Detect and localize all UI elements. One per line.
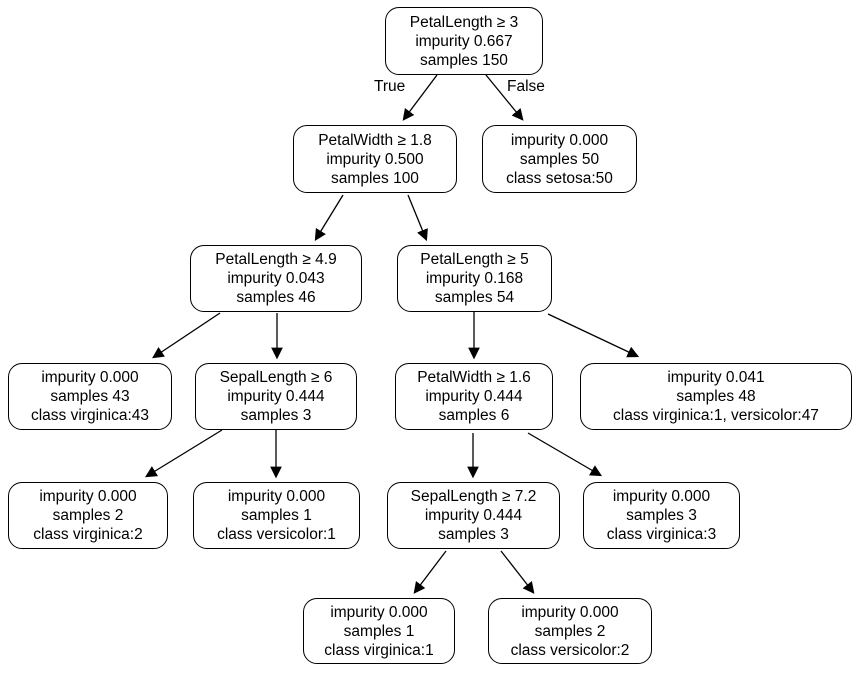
tree-edge-false — [485, 74, 524, 121]
node-samples: samples 54 — [434, 289, 515, 306]
node-condition: PetalLength ≥ 4.9 — [215, 251, 337, 268]
node-samples: samples 2 — [52, 507, 124, 524]
edge-label-true: True — [374, 78, 406, 95]
node-petalwidth-ge-1-6: PetalWidth ≥ 1.6 impurity 0.444 samples … — [395, 363, 553, 430]
edge-label-false: False — [507, 78, 545, 95]
node-class: class versicolor:1 — [217, 526, 336, 543]
node-samples: samples 150 — [420, 51, 508, 69]
node-class: class virginica:2 — [33, 526, 143, 543]
node-impurity: impurity 0.043 — [227, 270, 325, 287]
node-class: class virginica:3 — [606, 526, 717, 543]
node-leaf-virginica-2: impurity 0.000 samples 2 class virginica… — [8, 482, 168, 549]
node-condition: SepalLength ≥ 7.2 — [410, 488, 537, 505]
tree-edge — [547, 313, 640, 358]
node-impurity: impurity 0.444 — [227, 388, 325, 405]
node-leaf-mixed-48: impurity 0.041 samples 48 class virginic… — [580, 363, 852, 430]
node-condition: PetalLength ≥ 3 — [409, 13, 519, 31]
node-petallength-ge-5: PetalLength ≥ 5 impurity 0.168 samples 5… — [397, 245, 552, 312]
node-samples: samples 1 — [343, 622, 415, 640]
node-impurity: impurity 0.041 — [667, 369, 765, 386]
node-sepallength-ge-7-2: SepalLength ≥ 7.2 impurity 0.444 samples… — [387, 482, 560, 549]
node-impurity: impurity 0.000 — [227, 488, 326, 505]
node-class: class virginica:1 — [324, 641, 434, 659]
node-root: PetalLength ≥ 3 impurity 0.667 samples 1… — [385, 7, 543, 75]
node-impurity: impurity 0.500 — [326, 150, 424, 168]
node-impurity: impurity 0.000 — [510, 131, 609, 149]
tree-edge-true — [402, 74, 438, 121]
node-samples: samples 6 — [438, 407, 510, 424]
node-samples: samples 2 — [534, 622, 606, 640]
tree-edge — [145, 429, 223, 478]
node-leaf-virginica-43: impurity 0.000 samples 43 class virginic… — [8, 363, 172, 430]
node-impurity: impurity 0.000 — [330, 603, 428, 621]
node-impurity: impurity 0.000 — [521, 603, 619, 621]
node-condition: PetalWidth ≥ 1.8 — [318, 131, 432, 149]
node-impurity: impurity 0.667 — [415, 32, 513, 50]
node-petallength-ge-4-9: PetalLength ≥ 4.9 impurity 0.043 samples… — [190, 245, 362, 312]
node-sepallength-ge-6: SepalLength ≥ 6 impurity 0.444 samples 3 — [195, 363, 357, 430]
node-impurity: impurity 0.000 — [39, 488, 137, 505]
node-samples: samples 100 — [331, 169, 419, 187]
node-leaf-virginica-1: impurity 0.000 samples 1 class virginica… — [303, 598, 455, 664]
node-samples: samples 3 — [626, 507, 697, 524]
node-samples: samples 43 — [50, 388, 130, 405]
tree-edge — [407, 194, 428, 242]
node-samples: samples 46 — [236, 289, 316, 306]
node-condition: PetalLength ≥ 5 — [420, 251, 529, 268]
node-class: class virginica:43 — [30, 407, 150, 424]
node-samples: samples 50 — [519, 150, 600, 168]
node-condition: SepalLength ≥ 6 — [219, 369, 333, 386]
node-class: class setosa:50 — [506, 169, 613, 187]
node-leaf-versicolor-2: impurity 0.000 samples 2 class versicolo… — [488, 598, 652, 664]
node-impurity: impurity 0.444 — [424, 507, 523, 524]
tree-edge — [314, 194, 344, 241]
node-petalwidth-ge-1-8: PetalWidth ≥ 1.8 impurity 0.500 samples … — [293, 125, 457, 193]
node-impurity: impurity 0.444 — [425, 388, 523, 405]
node-impurity: impurity 0.000 — [41, 369, 139, 386]
node-impurity: impurity 0.000 — [612, 488, 711, 505]
node-condition: PetalWidth ≥ 1.6 — [417, 369, 531, 386]
node-samples: samples 48 — [676, 388, 756, 405]
node-leaf-virginica-3: impurity 0.000 samples 3 class virginica… — [583, 482, 740, 549]
node-class: class virginica:1, versicolor:47 — [613, 407, 819, 424]
node-class: class versicolor:2 — [510, 641, 630, 659]
tree-edge — [527, 432, 603, 477]
tree-edge — [152, 312, 221, 359]
node-leaf-versicolor-1: impurity 0.000 samples 1 class versicolo… — [193, 482, 360, 549]
tree-edge — [413, 550, 447, 594]
tree-edge — [500, 550, 535, 594]
node-samples: samples 1 — [241, 507, 312, 524]
node-leaf-setosa-50: impurity 0.000 samples 50 class setosa:5… — [482, 125, 637, 193]
node-samples: samples 3 — [438, 526, 509, 543]
node-impurity: impurity 0.168 — [425, 270, 524, 287]
node-samples: samples 3 — [240, 407, 312, 424]
